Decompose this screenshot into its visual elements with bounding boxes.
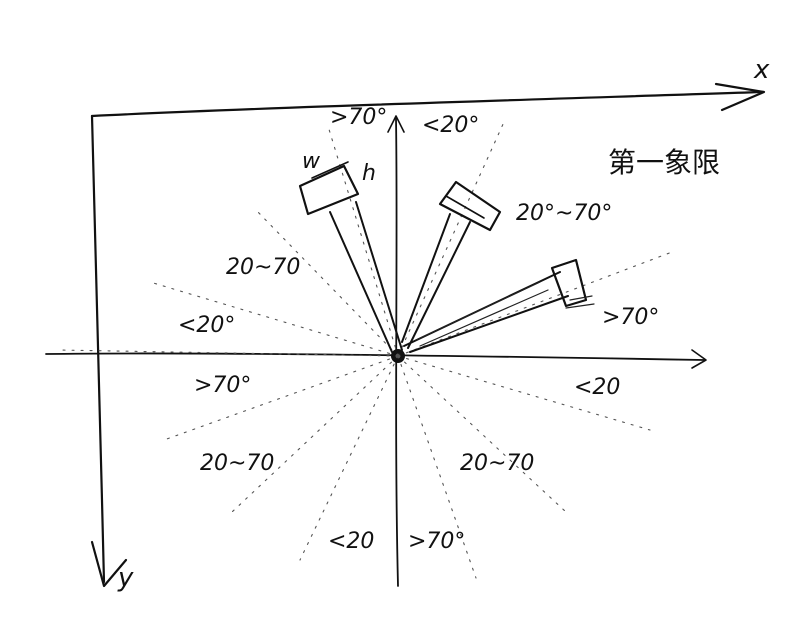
guide-lines [57, 121, 673, 579]
guide-line [327, 125, 399, 357]
x-axis-label: x [753, 55, 770, 85]
hammer-shallow [403, 258, 595, 353]
hammer-head-edge [311, 161, 349, 179]
center-horizontal-arrowhead [691, 349, 707, 369]
frame-y-arrowhead [90, 540, 128, 588]
angle-label-upper-left-mid: 20~70 [226, 255, 300, 280]
hammer-head-shadow [565, 295, 595, 309]
hammer-head [550, 258, 588, 308]
hammer-head [298, 164, 360, 216]
hammer-motion-trail [415, 281, 549, 347]
guide-line [397, 355, 477, 579]
y-axis-label: y [117, 563, 134, 593]
hammer-height-label: h [362, 161, 376, 186]
angle-label-upper-left-low: <20° [178, 313, 235, 338]
quadrant-label: 第一象限 [608, 146, 720, 179]
angle-label-top-left: >70° [330, 105, 387, 130]
center-vertical-axis [395, 117, 399, 587]
frame-axes: x y [90, 55, 770, 593]
guide-line [397, 121, 505, 357]
angle-label-lower-left-mid: 20~70 [200, 451, 274, 476]
guide-line [299, 355, 399, 561]
hammer-steep: w h [298, 149, 403, 353]
guide-line [149, 281, 399, 357]
angle-label-lower-right-mid: 20~70 [460, 451, 534, 476]
angle-labels: >70° <20° 20°~70° >70° <20 20~70 <20° >7… [178, 105, 659, 554]
hammer-handle [329, 201, 403, 353]
frame-y-axis [90, 114, 106, 584]
center-vertical-arrowhead [387, 115, 405, 133]
angle-label-lower-left-high: >70° [194, 373, 251, 398]
hammer-handle [401, 213, 471, 349]
hammer-mid [401, 180, 502, 349]
guide-line [397, 355, 567, 513]
angle-label-bottom-right: >70° [408, 529, 465, 554]
guide-line [231, 355, 399, 513]
frame-x-axis [90, 90, 764, 118]
guide-line [255, 209, 399, 357]
angle-label-upper-right-hammer: 20°~70° [516, 201, 612, 226]
hammer-width-label: w [302, 149, 321, 174]
angle-label-top-right: <20° [422, 113, 479, 138]
center-cross [45, 115, 707, 587]
frame-x-arrowhead [714, 82, 766, 112]
angle-label-right-hammer: >70° [602, 305, 659, 330]
angle-label-right-axis: <20 [574, 375, 620, 400]
center-horizontal-axis [45, 352, 705, 361]
hammer-handle [403, 271, 569, 353]
hammer-head [438, 180, 502, 232]
guide-line [397, 251, 673, 357]
guide-line [163, 355, 399, 441]
angle-label-bottom-left: <20 [328, 529, 374, 554]
hammer-head-edge [445, 195, 485, 219]
